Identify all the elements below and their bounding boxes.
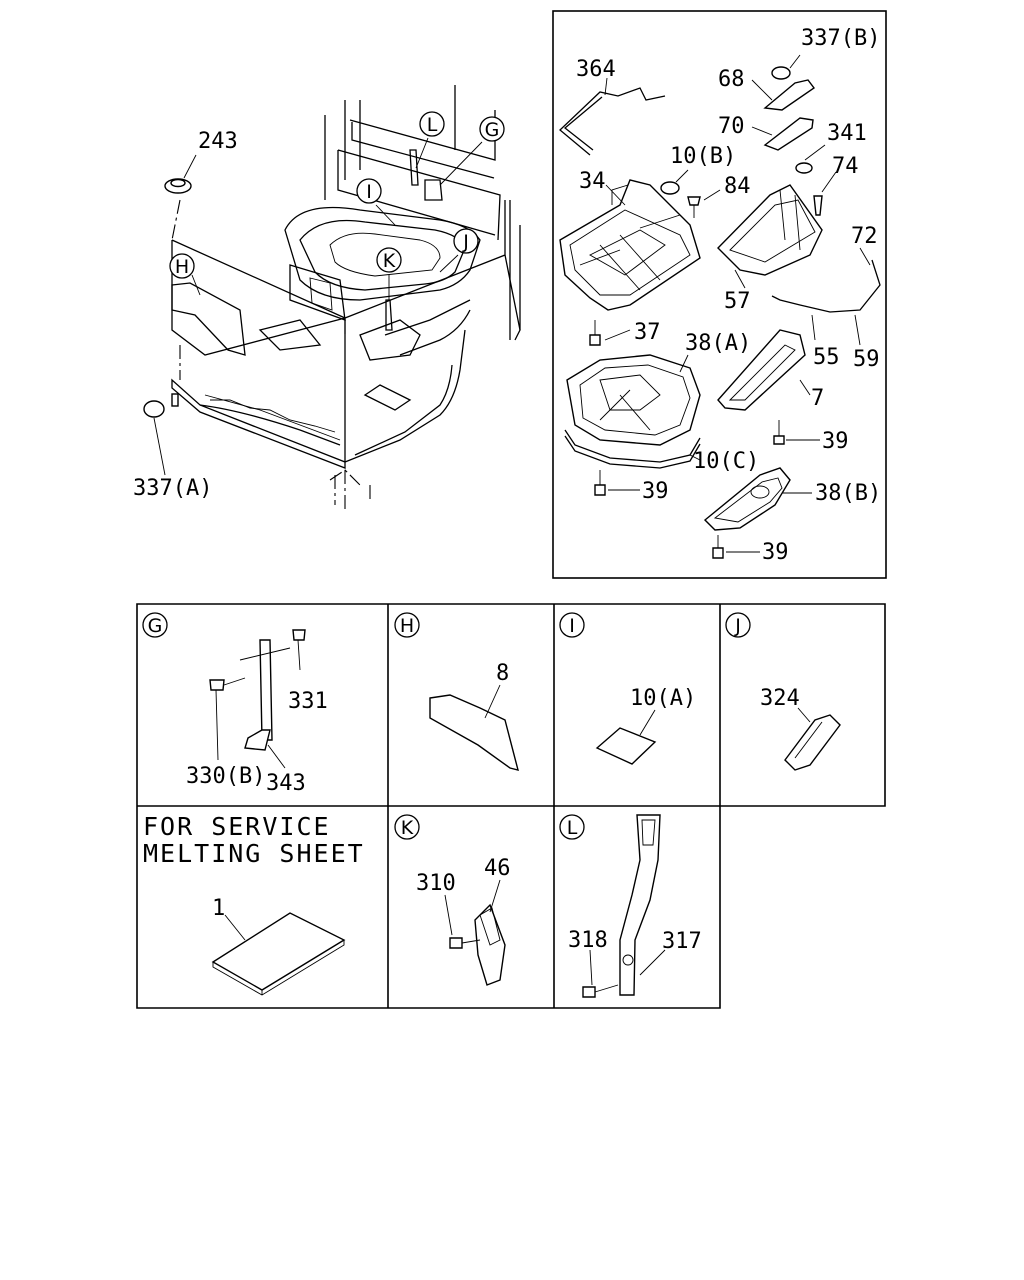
detail-I: I 10(A) bbox=[559, 612, 696, 765]
callout-I-circle bbox=[356, 178, 382, 204]
label-243: 243 bbox=[198, 129, 238, 154]
label-330b: 330(B) bbox=[186, 764, 265, 789]
label-84: 84 bbox=[724, 174, 751, 199]
label-337a: 337(A) bbox=[133, 476, 212, 501]
callout-I: I bbox=[366, 181, 372, 203]
label-55: 55 bbox=[813, 345, 840, 370]
service-sheet-panel: FOR SERVICE MELTING SHEET 1 bbox=[143, 812, 365, 996]
callout-L-circle bbox=[419, 111, 445, 137]
label-38a: 38(A) bbox=[685, 331, 751, 356]
exploded-view-frame bbox=[552, 10, 887, 579]
label-72: 72 bbox=[851, 224, 878, 249]
callout-H-circle bbox=[169, 253, 195, 279]
label-10b: 10(B) bbox=[670, 144, 736, 169]
label-34: 34 bbox=[579, 169, 606, 194]
label-324: 324 bbox=[760, 686, 800, 711]
service-note-line2: MELTING SHEET bbox=[143, 839, 365, 868]
label-39c: 39 bbox=[762, 540, 789, 565]
callout-H: H bbox=[175, 256, 189, 278]
callout-G-circle bbox=[479, 116, 505, 142]
floor-assembly-drawing: L G I J K H 243 337(A) bbox=[133, 85, 521, 510]
callout-L: L bbox=[427, 114, 438, 136]
callout-K-circle bbox=[376, 247, 402, 273]
label-343: 343 bbox=[266, 771, 306, 796]
detail-G-letter: G bbox=[148, 615, 163, 637]
detail-J: J 324 bbox=[725, 612, 841, 771]
detail-I-letter: I bbox=[569, 615, 575, 637]
label-317: 317 bbox=[662, 929, 702, 954]
label-46: 46 bbox=[484, 856, 511, 881]
service-note-line1: FOR SERVICE bbox=[143, 812, 331, 841]
label-68: 68 bbox=[718, 67, 745, 92]
detail-J-letter: J bbox=[734, 615, 741, 637]
detail-K: K 310 46 bbox=[394, 814, 511, 986]
callout-J-circle bbox=[453, 228, 479, 254]
label-37: 37 bbox=[634, 320, 661, 345]
detail-H: H 8 bbox=[394, 612, 519, 771]
label-39a: 39 bbox=[822, 429, 849, 454]
label-59: 59 bbox=[853, 347, 880, 372]
detail-H-letter: H bbox=[400, 615, 414, 637]
callout-J: J bbox=[462, 231, 469, 253]
label-364: 364 bbox=[576, 57, 616, 82]
label-7: 7 bbox=[811, 386, 824, 411]
label-341: 341 bbox=[827, 121, 867, 146]
label-8: 8 bbox=[496, 661, 509, 686]
detail-K-letter: K bbox=[401, 817, 414, 839]
detail-grid bbox=[136, 603, 886, 1009]
label-10a: 10(A) bbox=[630, 686, 696, 711]
detail-L-letter: L bbox=[567, 817, 578, 839]
detail-G: G 331 330(B) 343 bbox=[142, 612, 328, 796]
label-310: 310 bbox=[416, 871, 456, 896]
label-337b: 337(B) bbox=[801, 26, 880, 51]
label-318: 318 bbox=[568, 928, 608, 953]
label-70: 70 bbox=[718, 114, 745, 139]
label-74: 74 bbox=[832, 154, 859, 179]
detail-L: L 318 317 bbox=[559, 814, 702, 998]
exploded-view-drawing: 364 337(B) 68 70 341 74 10(B) 34 84 72 5… bbox=[559, 26, 881, 565]
label-38b: 38(B) bbox=[815, 481, 881, 506]
callout-G: G bbox=[485, 119, 500, 141]
label-1: 1 bbox=[212, 896, 225, 921]
label-10c: 10(C) bbox=[693, 449, 759, 474]
label-331: 331 bbox=[288, 689, 328, 714]
label-57: 57 bbox=[724, 289, 751, 314]
label-39b: 39 bbox=[642, 479, 669, 504]
callout-K: K bbox=[383, 250, 396, 272]
